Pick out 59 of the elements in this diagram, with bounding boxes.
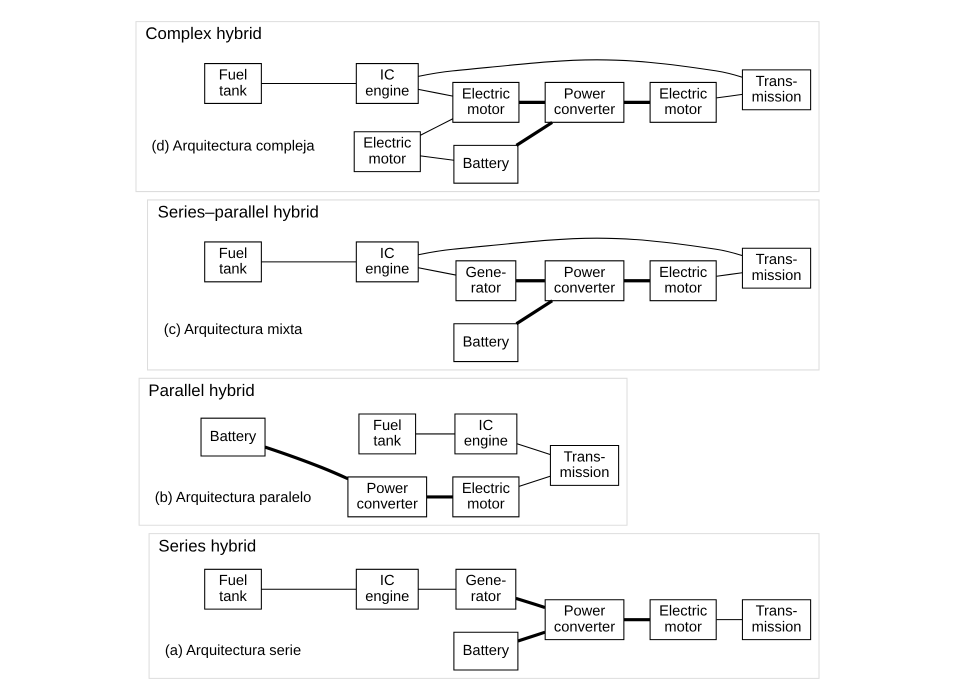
node-box: Battery (200, 417, 266, 456)
node-box: Fuel tank (204, 568, 262, 610)
connector (426, 494, 453, 498)
connector (264, 445, 349, 480)
node-box: IC engine (356, 568, 419, 610)
connector (418, 237, 743, 256)
node-label: (a) Arquitectura serie (164, 642, 302, 659)
node-box: IC engine (454, 412, 518, 454)
node-box: Battery (453, 322, 518, 362)
connector (518, 475, 550, 486)
connector (624, 278, 650, 282)
node-label: (b) Arquitectura paralelo (154, 489, 312, 506)
connector (516, 442, 550, 455)
node-box: Electric motor (452, 81, 520, 122)
node-box: Electric motor (650, 598, 717, 640)
node-box: Fuel tank (204, 62, 262, 104)
connector (420, 154, 454, 160)
connector (716, 93, 742, 98)
connector (516, 120, 553, 146)
node-box: Power converter (544, 260, 624, 301)
connector (262, 260, 356, 262)
connector (516, 299, 553, 325)
connector (624, 618, 650, 621)
connector (262, 82, 356, 84)
node-label: (c) Arquitectura mixta (164, 321, 302, 338)
node-box: Trans- mission (742, 68, 812, 110)
node-box: Battery (453, 631, 518, 670)
connector (716, 618, 742, 620)
connector (515, 596, 546, 608)
node-box: Trans- mission (550, 444, 620, 486)
node-box: Power converter (544, 598, 624, 640)
node-box: Electric motor (650, 81, 717, 122)
connector (418, 88, 453, 96)
node-box: Electric motor (650, 260, 717, 301)
node-box: IC engine (356, 240, 419, 282)
connector (262, 588, 356, 590)
connector (418, 266, 456, 276)
node-label: (d) Arquitectura compleja (151, 138, 315, 154)
node-box: Fuel tank (358, 412, 416, 454)
node-box: Trans- mission (742, 247, 812, 288)
connector (418, 58, 743, 78)
node-box: Electric motor (354, 130, 421, 172)
node-box: Electric motor (452, 476, 520, 517)
node-box: Gene- rator (455, 568, 516, 610)
node-box: Gene- rator (455, 260, 516, 301)
node-box: Power converter (347, 476, 428, 517)
connector (624, 100, 650, 104)
node-box: Fuel tank (204, 240, 262, 282)
node-box: Battery (453, 144, 518, 184)
connector (519, 100, 546, 104)
connector (420, 118, 454, 136)
connector (416, 432, 455, 434)
node-box: Power converter (544, 81, 624, 122)
connector (516, 278, 545, 282)
connector (418, 588, 456, 590)
connector (518, 630, 546, 642)
node-box: IC engine (356, 62, 419, 104)
node-box: Trans- mission (742, 598, 812, 640)
connector (716, 272, 742, 276)
